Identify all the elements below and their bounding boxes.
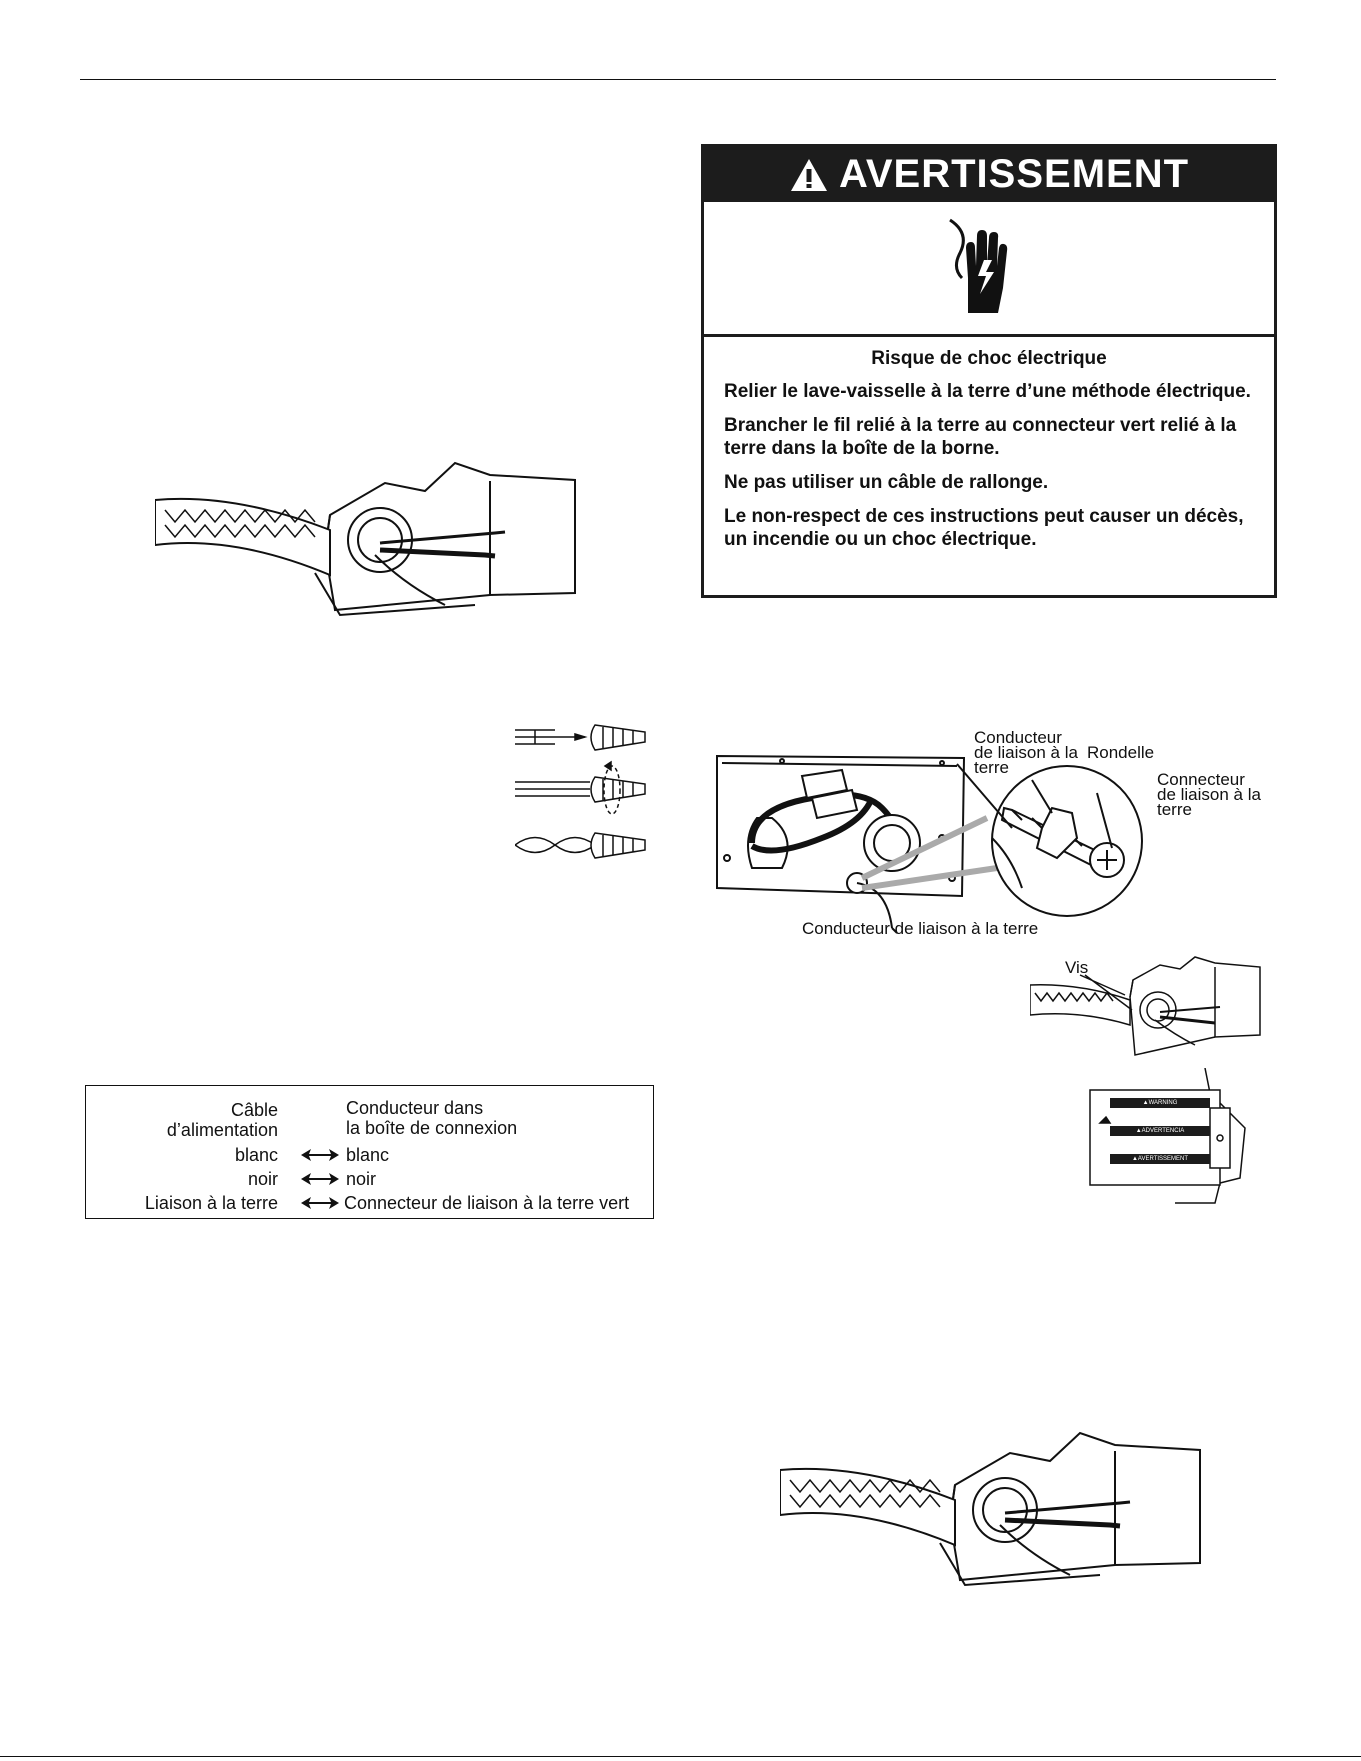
electric-shock-hand-icon	[949, 218, 1008, 313]
warning-body: Risque de choc électrique Relier le lave…	[724, 347, 1254, 562]
table-row-right-black: noir	[346, 1169, 377, 1189]
table-header-box-conductor: Conducteur dans	[346, 1098, 484, 1118]
warning-line: Brancher le fil relié à la terre au conn…	[724, 415, 1237, 459]
wire-connection-table: Câble d’alimentation Conducteur dans la …	[85, 1085, 654, 1219]
warning-icon-area	[704, 202, 1274, 337]
warning-title: Risque de choc électrique	[871, 348, 1107, 369]
cover-label-avertissement: ▲AVERTISSEMENT	[1131, 1156, 1189, 1162]
label-ground-conductor-3: terre	[974, 758, 1009, 777]
cover-label-advertencia: ▲ADVERTENCIA	[1135, 1128, 1185, 1134]
bottom-rule	[0, 1756, 1361, 1757]
warning-line: Le non-respect de ces instructions peut …	[724, 506, 1244, 550]
table-row-right-white: blanc	[346, 1145, 390, 1165]
table-header-power-cable-2: d’alimentation	[166, 1120, 278, 1140]
label-ground-connector-1: Connecteur	[1157, 770, 1245, 789]
warning-header-text: AVERTISSEMENT	[838, 152, 1190, 196]
warning-line: Relier le lave-vaisselle à la terre d’un…	[724, 381, 1251, 402]
table-row-left-black: noir	[247, 1169, 278, 1189]
screw-illustration: Vis	[1030, 955, 1265, 1065]
double-arrow-icon	[301, 1197, 339, 1209]
label-ground-connector-2: de liaison à la	[1157, 785, 1261, 804]
table-row-left-ground: Liaison à la terre	[144, 1193, 278, 1213]
cable-entry-illustration-1	[155, 461, 576, 617]
cover-label-warning: ▲WARNING	[1142, 1100, 1178, 1106]
table-row-left-white: blanc	[234, 1145, 278, 1165]
label-ground-connector-3: terre	[1157, 800, 1192, 819]
warning-header: AVERTISSEMENT	[704, 147, 1274, 202]
cover-plate-illustration: ▲WARNING ▲ADVERTENCIA ▲AVERTISSEMENT	[1085, 1068, 1265, 1208]
label-ground-conductor-bottom: Conducteur de liaison à la terre	[802, 919, 1039, 938]
table-header-power-cable: Câble	[230, 1100, 278, 1120]
top-rule	[80, 79, 1276, 80]
wire-nut-illustration	[515, 724, 646, 859]
warning-triangle-icon	[790, 158, 827, 191]
double-arrow-icon	[301, 1149, 339, 1161]
double-arrow-icon	[301, 1173, 339, 1185]
table-header-box-conductor-2: la boîte de connexion	[346, 1118, 518, 1138]
cable-entry-illustration-2	[780, 1431, 1201, 1587]
ground-connection-diagram: Conducteur de liaison à la terre Rondell…	[712, 728, 1272, 943]
label-washer: Rondelle	[1087, 743, 1155, 762]
warning-line: Ne pas utiliser un câble de rallonge.	[724, 472, 1049, 493]
label-ground-conductor-2: de liaison à la	[974, 743, 1078, 762]
table-row-right-ground: Connecteur de liaison à la terre vert	[344, 1193, 630, 1213]
label-screw: Vis	[1065, 958, 1089, 977]
label-ground-conductor-1: Conducteur	[974, 728, 1062, 747]
warning-box: AVERTISSEMENT Risque de choc électrique …	[701, 144, 1277, 598]
